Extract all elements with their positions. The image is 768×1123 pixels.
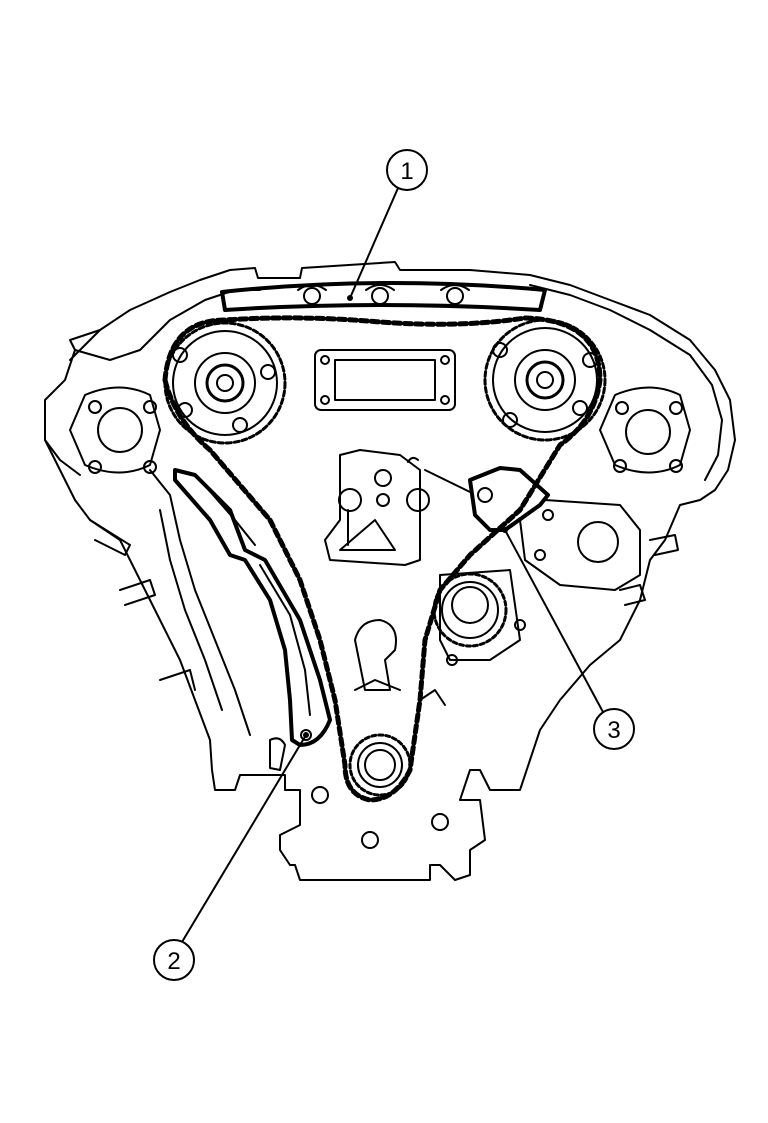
idler-sprocket bbox=[432, 569, 526, 666]
crankshaft-sprocket bbox=[348, 733, 412, 797]
callout-2: 2 bbox=[153, 732, 309, 981]
right-cover-boss bbox=[519, 499, 641, 591]
left-slack-guide bbox=[173, 468, 332, 747]
center-block-details bbox=[324, 449, 430, 691]
left-block-details bbox=[89, 519, 196, 691]
callout-label-2: 2 bbox=[167, 948, 180, 975]
callout-1: 1 bbox=[347, 149, 428, 301]
engine-cover-outline bbox=[44, 261, 736, 881]
upper-chain-guide bbox=[220, 280, 547, 312]
lower-block-details bbox=[269, 679, 449, 849]
callout-3: 3 bbox=[502, 527, 635, 750]
callout-label-3: 3 bbox=[607, 717, 620, 744]
left-camshaft-sprocket bbox=[163, 321, 287, 445]
right-block-details bbox=[619, 534, 679, 606]
left-exhaust-camshaft bbox=[69, 386, 161, 474]
right-exhaust-camshaft bbox=[599, 386, 691, 474]
callout-label-1: 1 bbox=[400, 158, 413, 185]
timing-chain bbox=[162, 315, 603, 803]
center-plate bbox=[314, 349, 456, 411]
